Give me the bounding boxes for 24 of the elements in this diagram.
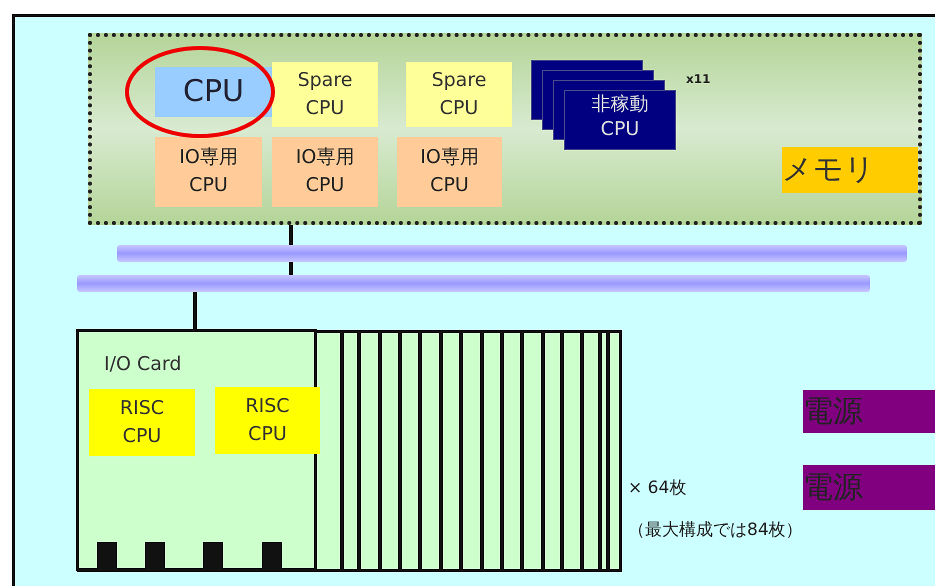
memory-box: メモリ [782, 147, 918, 193]
risc-cpu-box: RISC CPU [89, 389, 195, 456]
bus-bar [77, 275, 870, 292]
io-card-panel [76, 329, 317, 571]
card-title: I/O Card [104, 352, 182, 377]
count-note: （最大構成では84枚） [628, 519, 803, 541]
box-label: 非稼動 CPU [590, 92, 650, 142]
bus-link-line [193, 292, 197, 330]
power-supply-box: 電源 [803, 465, 935, 510]
spare-cpu-box: Spare CPU [406, 62, 512, 127]
risc-cpu-box: RISC CPU [215, 387, 320, 454]
power-supply-box: 電源 [803, 390, 935, 433]
count-note: x11 [686, 72, 710, 86]
idle-cpu-box [531, 60, 676, 150]
count-note: × 64枚 [628, 477, 686, 499]
io-cpu-box: IO専用 CPU [155, 137, 262, 207]
bus-bar [117, 245, 907, 262]
cpu-box: CPU [155, 67, 272, 117]
io-cpu-box: IO専用 CPU [397, 137, 502, 207]
cpu-module-box [88, 33, 922, 225]
bus-link-line [289, 262, 293, 275]
bus-link-line [289, 225, 293, 245]
io-cpu-box: IO専用 CPU [272, 137, 378, 207]
spare-cpu-box: Spare CPU [272, 62, 378, 127]
